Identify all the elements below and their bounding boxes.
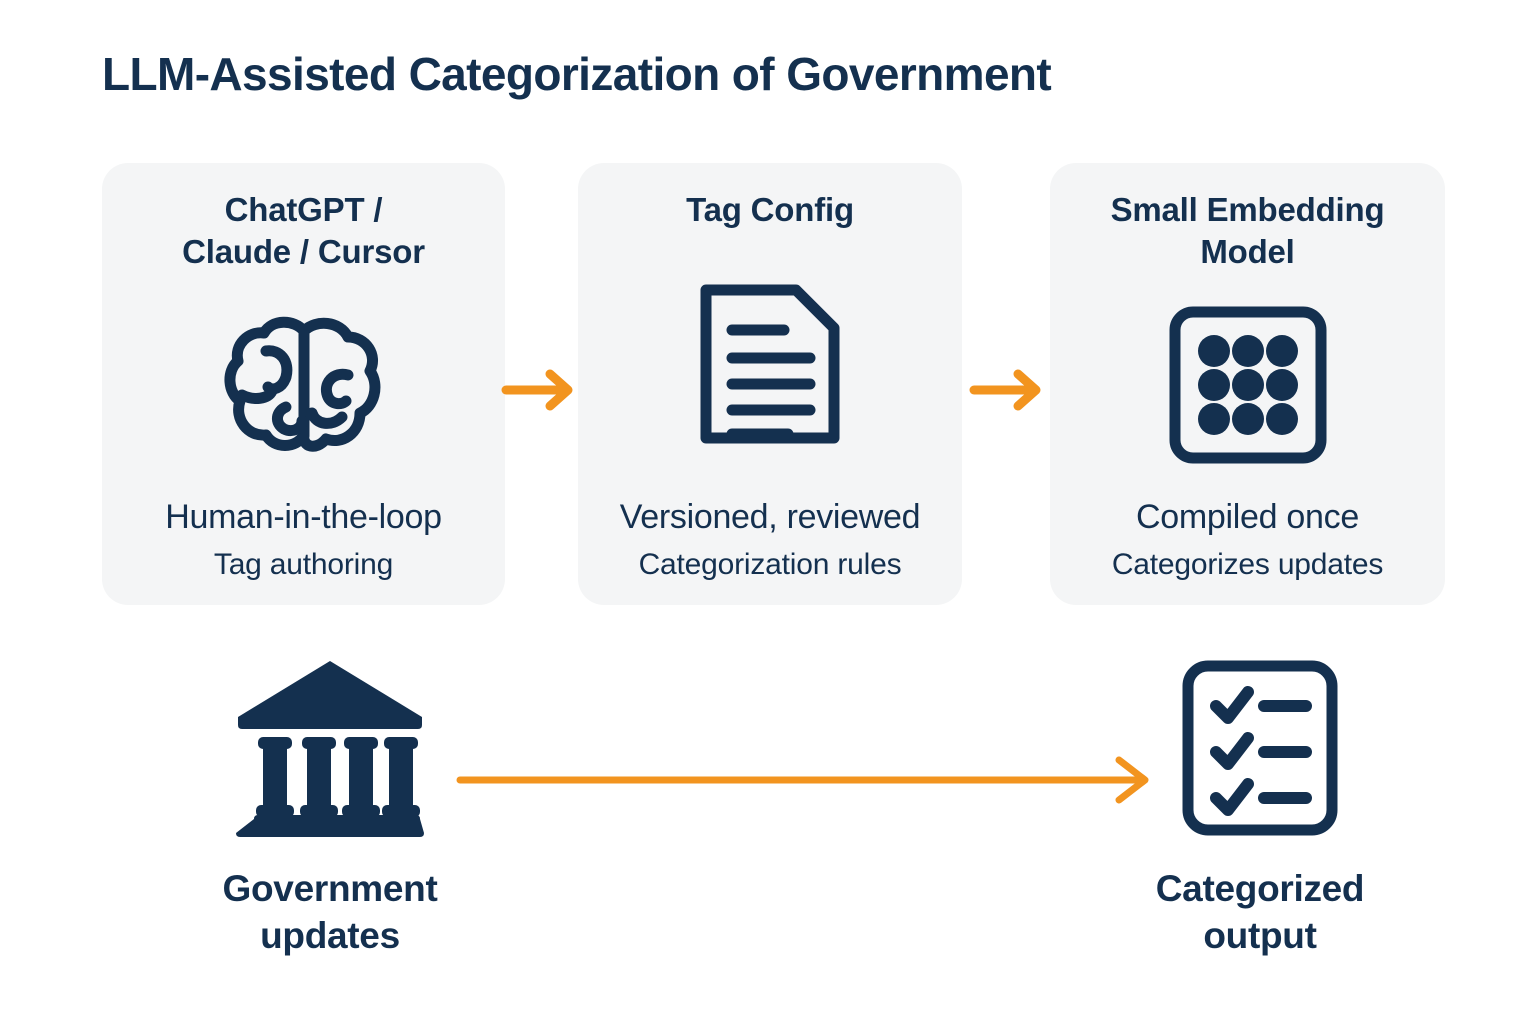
pipeline-card-embedding-model[interactable]: Small Embedding Model bbox=[1050, 163, 1445, 605]
card-subtitle-primary: Compiled once bbox=[1136, 497, 1359, 536]
card-subtitle-secondary: Tag authoring bbox=[213, 547, 394, 581]
card-footer: Versioned, reviewed Categorization rules bbox=[592, 497, 948, 583]
card-title-line1: Small Embedding bbox=[1110, 191, 1385, 228]
arrow-right-icon bbox=[501, 369, 573, 411]
bank-icon bbox=[236, 661, 424, 837]
flow-node-categorized-output[interactable]: Categorized output bbox=[1095, 652, 1425, 959]
card-footer: Compiled once Categorizes updates bbox=[1064, 497, 1431, 583]
connector-arrow-2 bbox=[968, 366, 1048, 414]
node-label-line1: Government bbox=[222, 868, 438, 909]
card-title-line2: Claude / Cursor bbox=[182, 232, 425, 270]
card-icon-slot bbox=[116, 273, 491, 497]
card-title-line2: Model bbox=[1200, 232, 1295, 270]
card-title-line1: Tag Config bbox=[686, 191, 854, 228]
connector-arrow-long bbox=[455, 752, 1155, 808]
arrow-right-icon bbox=[969, 369, 1041, 411]
card-subtitle-secondary: Categorization rules bbox=[638, 547, 902, 581]
flow-node-government-updates[interactable]: Government updates bbox=[170, 652, 490, 959]
node-icon-slot bbox=[232, 652, 428, 844]
dot-grid-icon bbox=[1169, 306, 1326, 464]
card-title: Tag Config bbox=[686, 189, 854, 231]
card-title-line1: ChatGPT / bbox=[224, 191, 383, 228]
card-subtitle-primary: Human-in-the-loop bbox=[165, 497, 442, 536]
document-icon bbox=[700, 284, 840, 444]
node-icon-slot bbox=[1178, 652, 1342, 844]
page-title: LLM-Assisted Categorization of Governmen… bbox=[102, 48, 1052, 100]
card-subtitle-secondary: Categorizes updates bbox=[1111, 547, 1384, 581]
node-label-line2: updates bbox=[260, 914, 400, 956]
card-title: Small Embedding Model bbox=[1111, 189, 1385, 273]
card-icon-slot bbox=[592, 231, 948, 497]
pipeline-card-chatgpt[interactable]: ChatGPT / Claude / Cursor Human-in-the-l… bbox=[102, 163, 505, 605]
long-arrow-right-icon bbox=[456, 756, 1149, 804]
brain-icon bbox=[224, 316, 380, 452]
node-label: Categorized output bbox=[1155, 866, 1365, 959]
checklist-icon bbox=[1182, 660, 1338, 836]
connector-arrow-1 bbox=[500, 366, 580, 414]
pipeline-card-tag-config[interactable]: Tag Config Versioned, reviewed Categoriz… bbox=[578, 163, 962, 605]
node-label-line1: Categorized bbox=[1155, 868, 1365, 909]
card-subtitle-primary: Versioned, reviewed bbox=[619, 497, 921, 536]
node-label: Government updates bbox=[223, 866, 438, 959]
card-footer: Human-in-the-loop Tag authoring bbox=[116, 497, 491, 583]
card-title: ChatGPT / Claude / Cursor bbox=[182, 189, 425, 273]
node-label-line2: output bbox=[1203, 914, 1317, 956]
card-icon-slot bbox=[1064, 273, 1431, 497]
